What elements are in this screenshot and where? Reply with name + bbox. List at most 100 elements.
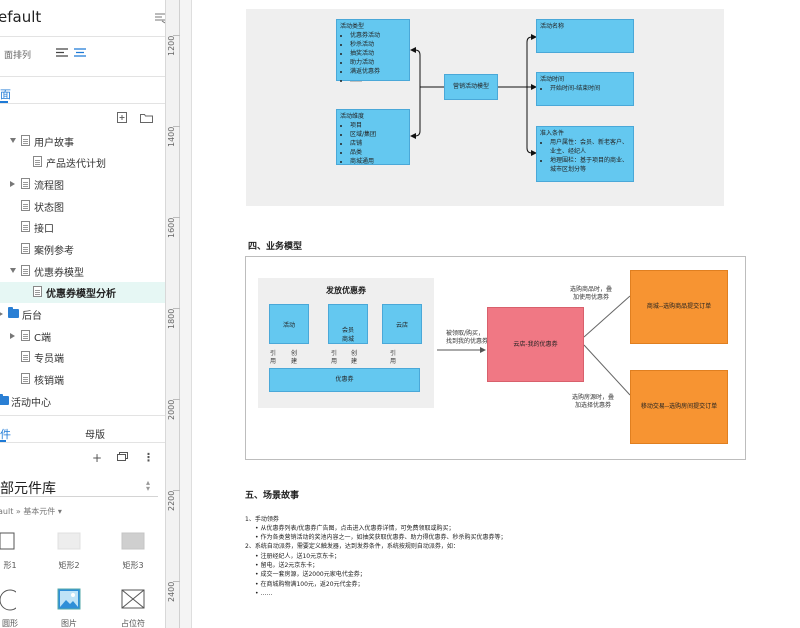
ruler-tick [173, 217, 180, 218]
box-title: 准入条件 [540, 130, 565, 137]
ruler-label: 1200 [167, 35, 176, 56]
business-model-frame[interactable] [245, 256, 746, 460]
project-title: efault [0, 8, 42, 26]
list-item: 地理围栏：基于项目的商业、城市区划分等 [550, 156, 630, 174]
tree-item-label: C端 [34, 333, 51, 344]
design-canvas[interactable]: 活动类型 优惠券活动 秒杀活动 抽奖活动 助力活动 满返优惠券 …… 活动维度 … [192, 0, 800, 628]
add-page-icon[interactable] [117, 112, 127, 123]
more-options-icon[interactable]: ⋮ [143, 451, 154, 464]
my-coupons-box[interactable]: 云店-我的优惠券 [487, 307, 584, 382]
tab-masters[interactable]: 母版 [85, 430, 105, 441]
chevron-right-icon[interactable] [0, 311, 3, 317]
list-item: 品类 [350, 148, 406, 157]
tree-item-c-end[interactable]: C端 [0, 326, 165, 347]
list-item: 开始时间-结束时间 [550, 84, 630, 93]
activity-dimension-box[interactable]: 活动维度 项目 区域/集团 店铺 品类 商城通用 [336, 109, 410, 165]
widget-label: 矩形2 [58, 561, 80, 570]
folder-icon [0, 394, 9, 405]
chevron-down-icon[interactable] [10, 268, 16, 273]
rectangle-outline-icon [0, 532, 15, 550]
section-heading-business-model: 四、业务模型 [248, 242, 303, 252]
list-item: …… [350, 76, 406, 85]
list-item: 区域/集团 [350, 130, 406, 139]
library-select[interactable] [0, 477, 158, 497]
align-left-icon[interactable] [56, 47, 68, 58]
edge-label-create: 创 建 [351, 350, 358, 365]
list-item: 商城通用 [350, 157, 406, 166]
duplicate-icon[interactable] [117, 452, 128, 462]
mobile-order-box[interactable]: 移动交易--选购房间提交订单 [630, 370, 728, 444]
activity-type-box[interactable]: 活动类型 优惠券活动 秒杀活动 抽奖活动 助力活动 满返优惠券 …… [336, 19, 410, 84]
tree-item-writeoff-end[interactable]: 核销端 [0, 369, 165, 390]
widget-image[interactable]: 图片 [49, 588, 109, 628]
tree-item-state-diagram[interactable]: 状态图 [0, 196, 165, 217]
page-icon [21, 200, 30, 211]
entry-conditions-box[interactable]: 准入条件 用户属性：会员、新老客户、业主、经纪人 地理围栏：基于项目的商业、城市… [536, 126, 634, 182]
tree-item-user-story[interactable]: 用户故事 [0, 131, 165, 152]
tree-item-specialist-end[interactable]: 专员端 [0, 347, 165, 368]
tab-components[interactable]: 件 [0, 428, 11, 441]
box-label: 会员 商城 [341, 327, 354, 343]
tree-item-label: 流程图 [34, 181, 64, 192]
story-line: • 在商城购物满100元，返20元代金券； [255, 581, 364, 588]
tab-pages[interactable]: 面 [0, 88, 11, 101]
divider [0, 103, 165, 104]
list-item: 优惠券活动 [350, 31, 406, 40]
tree-item-api[interactable]: 接口 [0, 217, 165, 238]
widget-rectangle-2[interactable]: 矩形2 [49, 530, 109, 576]
collapse-panel-icon[interactable] [154, 12, 166, 24]
ellipse-icon [0, 589, 16, 611]
box-title: 活动维度 [340, 113, 365, 120]
tree-item-flowchart[interactable]: 流程图 [0, 174, 165, 195]
coupon-box[interactable]: 优惠券 [269, 368, 420, 392]
chevron-down-icon[interactable] [10, 138, 16, 143]
ruler-tick [173, 490, 180, 491]
ruler-label: 1400 [167, 126, 176, 147]
ruler-label: 2400 [167, 581, 176, 602]
widget-ellipse[interactable]: 圆形 [0, 588, 36, 628]
page-icon [21, 221, 30, 232]
chevron-right-icon[interactable] [10, 333, 15, 339]
source-member-mall-box[interactable]: 会员 商城 [328, 304, 368, 344]
tree-item-backend[interactable]: 后台 [0, 304, 165, 325]
activity-name-box[interactable]: 活动名称 [536, 19, 634, 53]
activity-model-diagram[interactable] [246, 9, 724, 206]
widget-placeholder[interactable]: 占位符 [113, 588, 165, 628]
add-library-icon[interactable]: + [92, 451, 103, 465]
issue-coupon-title: 发放优惠券 [326, 286, 366, 295]
chevron-right-icon[interactable] [10, 181, 15, 187]
box-title: 活动名称 [540, 23, 565, 30]
story-line: • 注册经纪人，送10元京东卡； [255, 553, 341, 560]
list-item: 满返优惠券 [350, 67, 406, 76]
mall-order-box[interactable]: 商城--选购商品提交订单 [630, 270, 728, 344]
tree-item-label: 接口 [34, 224, 54, 235]
story-line: 1、手动领券 [245, 516, 279, 523]
list-item: 秒杀活动 [350, 40, 406, 49]
tree-item-coupon-model[interactable]: 优惠券模型 [0, 261, 165, 282]
tree-item-label: 案例参考 [34, 246, 74, 257]
edge-label-cite: 引 用 [270, 350, 277, 365]
add-folder-icon[interactable] [140, 112, 153, 123]
mall-edge-label: 选购商品时，叠 加使用优惠券 [570, 286, 613, 301]
align-center-icon[interactable] [74, 47, 86, 58]
source-cloud-store-box[interactable]: 云店 [382, 304, 422, 344]
list-item: 用户属性：会员、新老客户、业主、经纪人 [550, 138, 630, 156]
pages-panel: efault 面排列 面 用户故事 产品迭代计划 流程图 状态图 接口 [0, 0, 166, 628]
edge-label-create: 创 建 [291, 350, 298, 365]
tree-item-activity-center[interactable]: 活动中心 [0, 391, 165, 412]
box-label: 商城--选购商品提交订单 [646, 303, 712, 310]
widget-rectangle-3[interactable]: 矩形3 [113, 530, 165, 576]
tree-item-coupon-model-analysis[interactable]: 优惠券模型分析 [0, 282, 165, 303]
story-line: • 留电，送2元京东卡； [255, 562, 319, 569]
library-breadcrumb[interactable]: ault » 基本元件 ▾ [0, 507, 62, 516]
tree-item-case-reference[interactable]: 案例参考 [0, 239, 165, 260]
tree-item-product-iteration-plan[interactable]: 产品迭代计划 [0, 152, 165, 173]
page-icon [21, 351, 30, 362]
widget-rectangle-1[interactable]: 形1 [0, 530, 36, 576]
box-label: 优惠券 [335, 376, 354, 383]
source-activity-box[interactable]: 活动 [269, 304, 309, 344]
tree-item-label: 用户故事 [34, 138, 74, 149]
marketing-activity-model-box[interactable]: 营销活动模型 [444, 74, 498, 100]
activity-time-box[interactable]: 活动时间 开始时间-结束时间 [536, 72, 634, 106]
ruler-label: 1800 [167, 308, 176, 329]
